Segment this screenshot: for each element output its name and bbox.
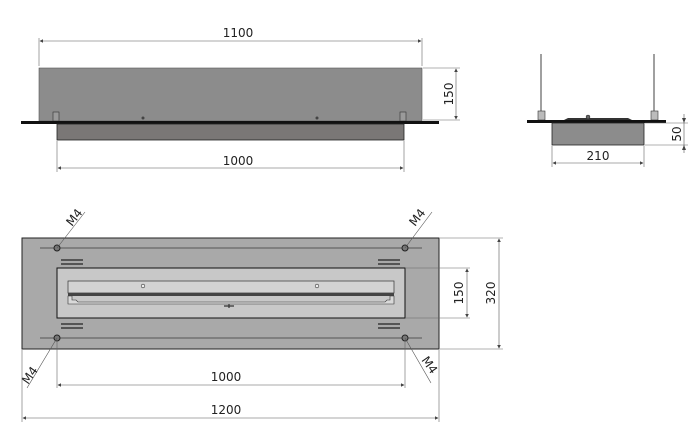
dim-label-1200: 1200 bbox=[211, 403, 242, 417]
dim-label-150-top: 150 bbox=[452, 282, 466, 305]
dim-label-1000-top: 1000 bbox=[211, 370, 242, 384]
screw bbox=[141, 116, 145, 120]
side-body bbox=[551, 122, 645, 146]
top-plate bbox=[21, 121, 439, 124]
side-view: 50 210 bbox=[527, 54, 688, 167]
screw bbox=[315, 116, 319, 120]
glass-clip-left bbox=[52, 111, 60, 122]
dim-label-320: 320 bbox=[484, 282, 498, 305]
glass-panel bbox=[38, 67, 423, 122]
dim-label-150-front: 150 bbox=[442, 83, 456, 106]
front-view: 1100 150 1000 bbox=[21, 26, 460, 172]
dim-label-1000-front: 1000 bbox=[223, 154, 254, 168]
dim-label-210: 210 bbox=[587, 149, 610, 163]
thread-label-top-right: M4 bbox=[406, 206, 428, 229]
dim-label-1100: 1100 bbox=[223, 26, 254, 40]
thread-label-top-left: M4 bbox=[63, 206, 85, 229]
burner-body bbox=[56, 123, 405, 141]
dim-label-50: 50 bbox=[670, 126, 684, 141]
thread-label-bottom-right: M4 bbox=[419, 354, 441, 377]
glass-clip-right bbox=[399, 111, 407, 122]
top-view: M4 M4 M4 M4 150 320 1000 1200 bbox=[19, 206, 503, 422]
